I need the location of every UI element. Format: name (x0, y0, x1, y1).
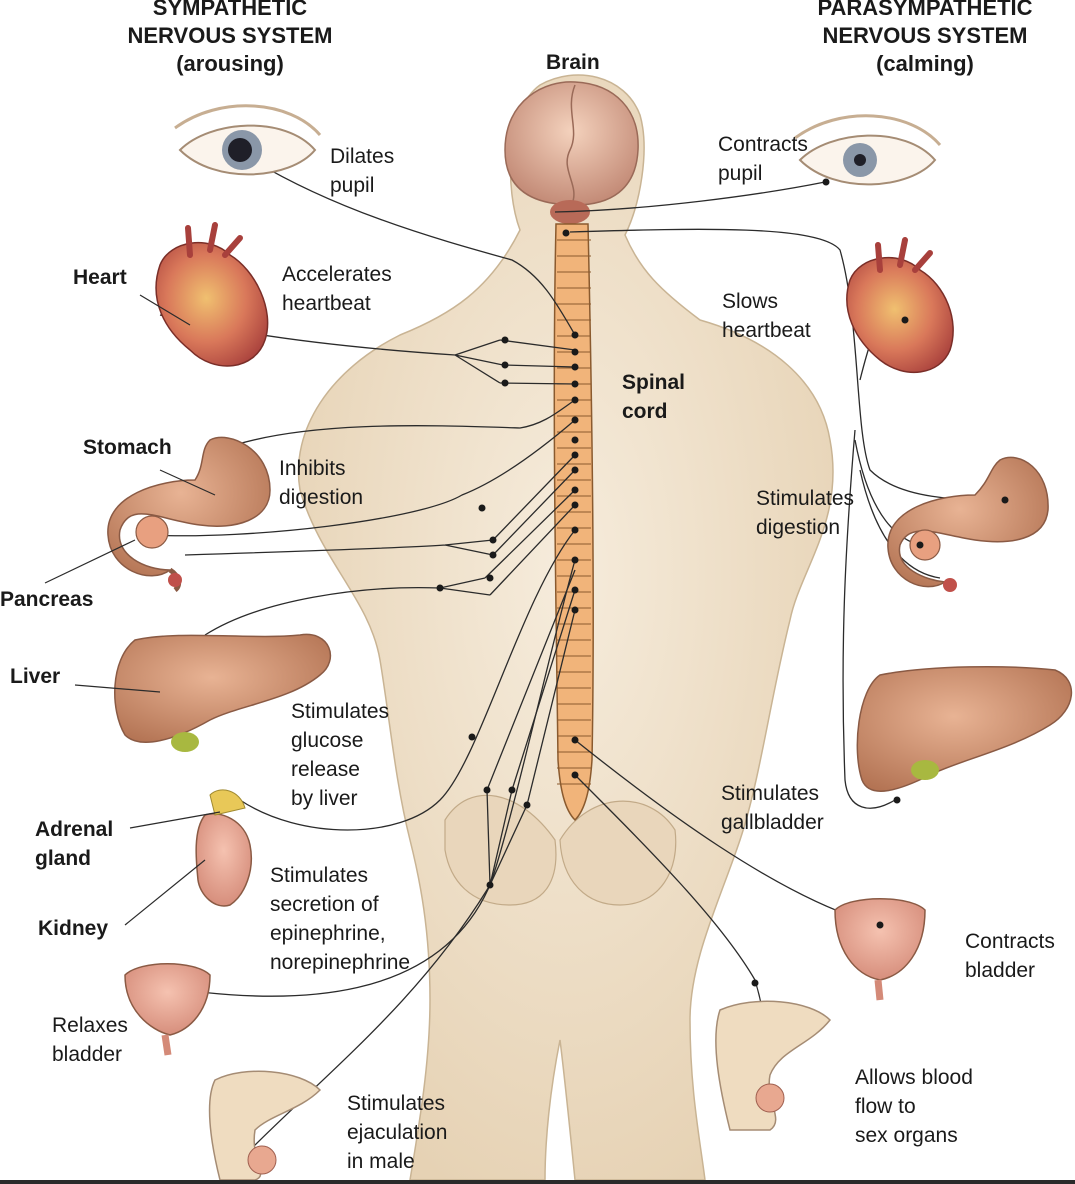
adrenal-gland-label: Adrenal gland (35, 818, 114, 870)
stimulates-epinephrine-text: Stimulates secretion of epinephrine, nor… (270, 864, 411, 974)
relaxes-bladder-text: Relaxes bladder (52, 1014, 128, 1066)
nerve-junction-dot (1001, 496, 1009, 504)
nerve-junction-dot (876, 921, 884, 929)
pancreas-label: Pancreas (0, 588, 94, 611)
stomach-label: Stomach (83, 436, 172, 459)
contracts-bladder-text: Contracts bladder (965, 930, 1055, 982)
nerve-junction-dot (523, 801, 531, 809)
brain-label: Brain (546, 51, 600, 74)
right-stomach-illustration (887, 456, 1049, 592)
nerve-junction-dot (571, 363, 579, 371)
bottom-border (0, 1180, 1075, 1184)
nerve-junction-dot (468, 733, 476, 741)
nerve-junction-dot (571, 556, 579, 564)
left-eye-illustration (174, 104, 322, 176)
stimulates-ejaculation-text: Stimulates ejaculation in male (347, 1092, 448, 1173)
nerve-junction-dot (571, 771, 579, 779)
right-heart-illustration (846, 237, 954, 374)
nerve-junction-dot (571, 436, 579, 444)
nerve-junction-dot (562, 229, 570, 237)
nerve-junction-dot (571, 501, 579, 509)
dilates-pupil-text: Dilates pupil (330, 145, 395, 197)
nerve-junction-dot (486, 574, 494, 582)
nerve-junction-dot (501, 379, 509, 387)
nerve-junction-dot (571, 451, 579, 459)
nerve-junction-dot (571, 348, 579, 356)
nerve-junction-dot (508, 786, 516, 794)
stimulates-gallbladder-text: Stimulates gallbladder (721, 782, 824, 834)
left-liver-illustration (114, 633, 331, 752)
nerve-junction-dot (571, 486, 579, 494)
stimulates-digestion-text: Stimulates digestion (756, 487, 855, 539)
nerve-connections (149, 151, 1006, 1151)
brain-illustration (504, 81, 639, 224)
nerve-junction-dot (751, 979, 759, 987)
accelerates-heartbeat-text: Accelerates heartbeat (282, 263, 392, 315)
nerve-junction-dot (486, 881, 494, 889)
left-kidney-illustration (195, 789, 252, 907)
nerve-junction-dot (489, 551, 497, 559)
nerve-junction-dot (571, 396, 579, 404)
left-male-organ-illustration (208, 1070, 322, 1181)
left-heart-illustration (155, 222, 269, 367)
label-pointers (44, 294, 221, 926)
right-eye-illustration (794, 114, 942, 186)
nerve-junction-dot (571, 380, 579, 388)
nerve-junction-dot (822, 178, 830, 186)
nerve-junction-dot (901, 316, 909, 324)
inhibits-digestion-text: Inhibits digestion (279, 457, 364, 509)
nerve-junction-dot (571, 586, 579, 594)
nerve-junction-dot (571, 526, 579, 534)
sympathetic-header: SYMPATHETIC NERVOUS SYSTEM (arousing) (127, 0, 333, 76)
right-bladder-illustration (834, 898, 926, 1001)
stimulates-glucose-release-text: Stimulates glucose release by liver (291, 700, 390, 810)
parasympathetic-header: PARASYMPATHETIC NERVOUS SYSTEM (calming) (817, 0, 1033, 76)
left-bladder-illustration (124, 963, 211, 1056)
nerve-junction-dot (489, 536, 497, 544)
nerve-junction-dot (501, 336, 509, 344)
liver-label: Liver (10, 665, 61, 688)
slows-heartbeat-text: Slows heartbeat (722, 290, 811, 342)
nerve-junction-dot (478, 504, 486, 512)
nerve-junction-dot (436, 584, 444, 592)
allows-blood-flow-text: Allows blood flow to sex organs (855, 1066, 973, 1147)
nerve-junction-dot (571, 331, 579, 339)
spinal-cord (553, 223, 594, 822)
nerve-junction-dot (571, 606, 579, 614)
nerve-junction-dot (893, 796, 901, 804)
nerve-junction-dot (571, 416, 579, 424)
right-male-organ-illustration (715, 1000, 832, 1131)
spinal-cord-label: Spinal cord (622, 371, 686, 423)
nerve-junction-dot (501, 361, 509, 369)
kidney-label: Kidney (38, 917, 109, 940)
nerve-junctions (436, 178, 1009, 987)
nerve-junction-dot (483, 786, 491, 794)
right-liver-illustration (856, 665, 1072, 792)
nerve-junction-dot (571, 736, 579, 744)
nerve-junction-dot (571, 466, 579, 474)
left-stomach-illustration (107, 436, 271, 593)
heart-label: Heart (73, 266, 127, 289)
contracts-pupil-text: Contracts pupil (718, 133, 808, 185)
nerve-junction-dot (916, 541, 924, 549)
